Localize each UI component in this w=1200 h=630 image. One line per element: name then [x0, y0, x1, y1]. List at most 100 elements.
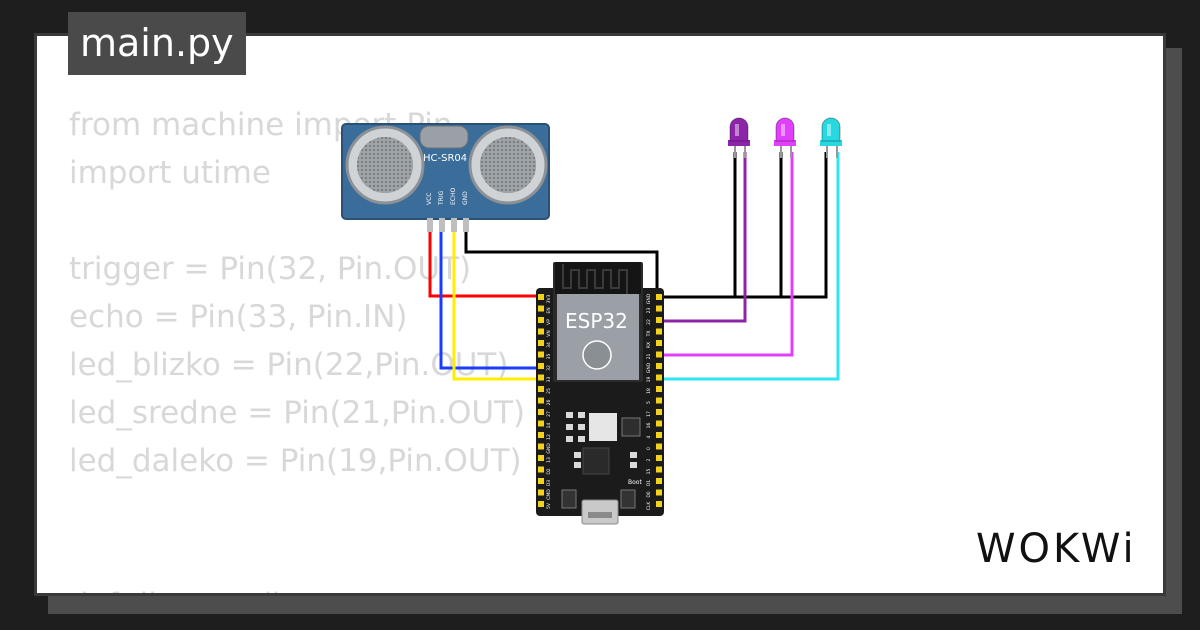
left-pin-label: CMD	[546, 489, 552, 500]
right-pin-label: CLK	[646, 501, 652, 511]
led-cyan	[820, 117, 842, 158]
right-pin-label: D1	[646, 480, 652, 486]
wires	[428, 152, 840, 381]
left-pin-pad	[538, 386, 544, 392]
wire-echo	[452, 222, 540, 381]
wire-vcc	[428, 222, 540, 298]
code-line: from machine import Pin	[69, 107, 453, 143]
left-pin-pad	[538, 466, 544, 473]
right-pin-label: 5	[646, 401, 652, 404]
left-pin-label: 33	[546, 377, 552, 383]
right-pin-pad	[656, 432, 662, 438]
left-pin-label: 25	[546, 388, 552, 394]
right-pin-pad	[656, 420, 662, 427]
code-line: led_daleko = Pin(19,Pin.OUT)	[69, 443, 522, 479]
espressif-logo-icon	[582, 340, 612, 370]
right-pin-pad	[656, 397, 662, 404]
left-pin-pad	[538, 363, 544, 369]
sensor-pin-echo-label: ECHO	[450, 188, 457, 205]
right-pin-pad	[656, 489, 662, 496]
esp32-board: ESP32 Boot 3V3ENVPVN343532332526271412GN…	[536, 262, 664, 525]
left-pin-label: D3	[546, 480, 552, 486]
left-pin-label: 13	[546, 457, 552, 463]
right-pin-pad	[656, 386, 662, 392]
sensor-model-label: HC-SR04	[423, 153, 467, 164]
right-pin-pad	[656, 478, 662, 484]
left-pin-pad	[538, 443, 544, 450]
right-pin-label: 16	[646, 423, 652, 429]
left-pin-pad	[538, 455, 544, 461]
sensor-transducer-right	[468, 125, 548, 205]
left-pin-pad	[538, 351, 544, 358]
left-pin-label: 5V	[546, 502, 552, 509]
right-pin-pad	[656, 340, 662, 346]
left-pin-label: 12	[546, 434, 552, 440]
right-pin-pad	[656, 328, 662, 335]
right-pin-label: 18	[646, 388, 652, 394]
sensor-pin-vcc-label: VCC	[426, 193, 433, 205]
right-pin-pad	[656, 466, 662, 473]
left-pin-label: 32	[546, 365, 552, 371]
left-pin-pad	[538, 409, 544, 415]
en-button	[561, 489, 577, 509]
left-pin-pad	[538, 374, 544, 381]
esp32-label: ESP32	[565, 309, 628, 333]
left-pin-pad	[538, 340, 544, 346]
left-pin-pad	[538, 305, 544, 312]
left-pin-pad	[538, 478, 544, 484]
left-pin-pad	[538, 420, 544, 427]
left-pin-label: GND	[546, 443, 552, 454]
code-line: led_sredne = Pin(21,Pin.OUT)	[69, 395, 526, 431]
code-line: led_blizko = Pin(22,Pin.OUT)	[69, 347, 509, 383]
right-pin-label: 15	[646, 469, 652, 475]
left-pin-pad	[538, 432, 544, 438]
led-purple	[728, 117, 750, 158]
led-group	[728, 117, 842, 158]
right-pin-label: D0	[646, 491, 652, 497]
left-pin-pad	[538, 317, 544, 323]
sensor-transducer-left	[345, 125, 425, 205]
led-magenta	[774, 117, 796, 158]
left-pin-label: 34	[546, 342, 552, 348]
right-pin-pad	[656, 363, 662, 369]
boot-label: Boot	[628, 479, 642, 486]
right-pin-label: 2	[646, 458, 652, 461]
right-pin-pad	[656, 317, 662, 323]
code-line: def distance():	[69, 581, 525, 593]
esp32-left-header: 3V3ENVPVN343532332526271412GND13D2D3CMD5…	[538, 294, 552, 509]
left-pin-label: 26	[546, 400, 552, 406]
right-pin-label: 4	[646, 435, 652, 438]
right-pin-label: TX	[646, 331, 652, 338]
right-pin-label: RX	[646, 342, 652, 348]
left-pin-label: VN	[546, 330, 552, 336]
left-pin-pad	[538, 397, 544, 404]
left-pin-pad	[538, 489, 544, 496]
right-pin-label: 0	[646, 447, 652, 450]
left-pin-label: VP	[546, 319, 552, 325]
right-pin-label: 23	[646, 308, 652, 314]
code-line: trigger = Pin(32, Pin.OUT)	[69, 251, 472, 287]
right-pin-pad	[656, 455, 662, 461]
right-pin-label: 22	[646, 319, 652, 325]
left-pin-label: 35	[546, 354, 552, 360]
left-pin-label: EN	[546, 307, 552, 313]
wokwi-logo[interactable]: WOKWi	[976, 526, 1137, 578]
right-pin-pad	[656, 351, 662, 358]
left-pin-label: 3V3	[546, 294, 552, 303]
file-tab[interactable]: main.py	[68, 12, 246, 75]
wire-trig	[439, 222, 540, 370]
boot-button	[620, 489, 636, 509]
sensor-pin-trig-label: TRIG	[438, 190, 445, 206]
right-pin-pad	[656, 305, 662, 312]
wire-gnd-led	[664, 152, 828, 299]
sensor-pin-gnd-label: GND	[462, 191, 469, 205]
right-pin-label: 17	[646, 411, 652, 417]
wire-led1	[660, 152, 747, 323]
right-pin-label: GND	[646, 293, 652, 304]
wokwi-logo-text: WOKWi	[976, 526, 1137, 572]
wire-led3	[660, 152, 840, 381]
left-pin-pad	[538, 501, 544, 507]
